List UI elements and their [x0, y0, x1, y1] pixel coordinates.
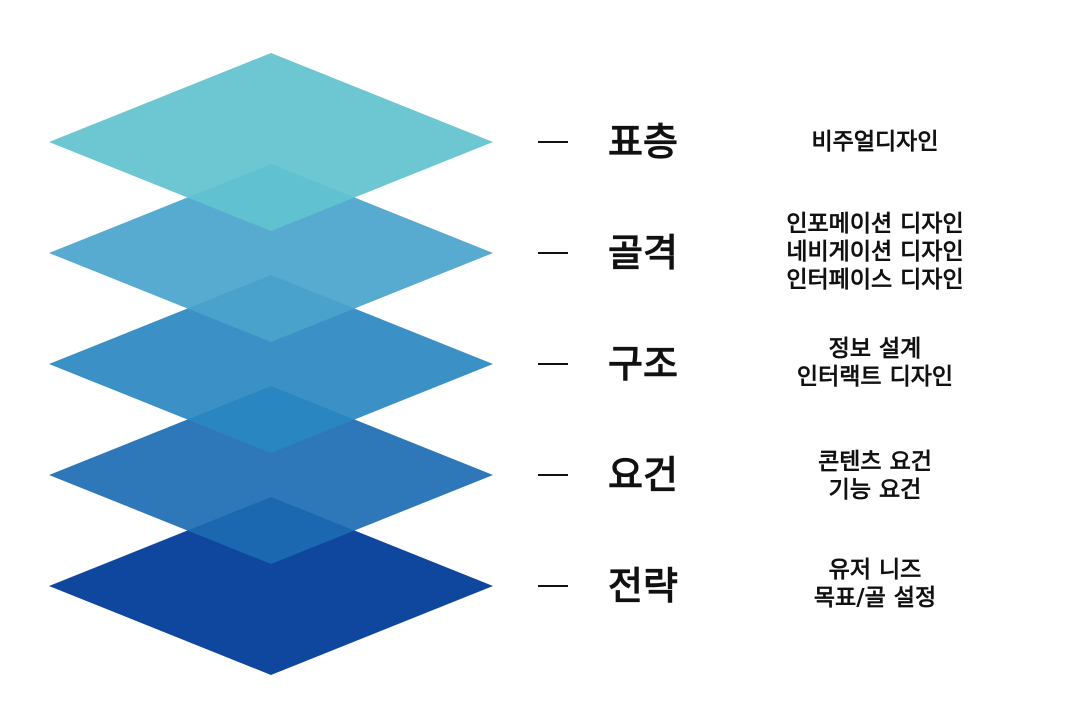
- layer-title-strategy: 전략: [608, 564, 678, 608]
- connector-dash: [538, 585, 568, 587]
- layer-desc-line: 네비게이션 디자인: [786, 239, 964, 265]
- layer-diamond-skeleton: [49, 164, 493, 342]
- layer-title-surface: 표층: [608, 120, 678, 164]
- layer-diamond-scope: [49, 386, 493, 564]
- layer-desc-line: 인터랙트 디자인: [796, 364, 954, 390]
- layer-diamond-strategy: [49, 497, 493, 675]
- layer-desc-structure: 정보 설계 인터랙트 디자인: [720, 335, 1030, 391]
- layer-desc-surface: 비주얼디자인: [720, 128, 1030, 156]
- layer-title-scope: 요건: [608, 453, 678, 497]
- layer-desc-line: 인터페이스 디자인: [786, 267, 964, 293]
- layer-desc-line: 인포메이션 디자인: [786, 211, 964, 237]
- layer-title-structure: 구조: [608, 342, 678, 386]
- layer-desc-line: 기능 요건: [828, 477, 922, 503]
- connector-dash: [538, 252, 568, 254]
- layer-diamond-surface: [49, 53, 493, 231]
- layer-desc-scope: 콘텐츠 요건 기능 요건: [720, 448, 1030, 504]
- layer-desc-line: 정보 설계: [828, 336, 922, 362]
- connector-dash: [538, 363, 568, 365]
- layer-diamond-structure: [49, 275, 493, 453]
- layer-desc-strategy: 유저 니즈 목표/골 설정: [720, 556, 1030, 612]
- connector-dash: [538, 474, 568, 476]
- connector-dash: [538, 141, 568, 143]
- layer-desc-line: 비주얼디자인: [811, 129, 939, 155]
- layer-desc-skeleton: 인포메이션 디자인 네비게이션 디자인 인터페이스 디자인: [720, 210, 1030, 294]
- layer-title-skeleton: 골격: [608, 231, 678, 275]
- layer-desc-line: 목표/골 설정: [813, 585, 937, 611]
- layer-desc-line: 콘텐츠 요건: [818, 449, 932, 475]
- layer-desc-line: 유저 니즈: [828, 557, 922, 583]
